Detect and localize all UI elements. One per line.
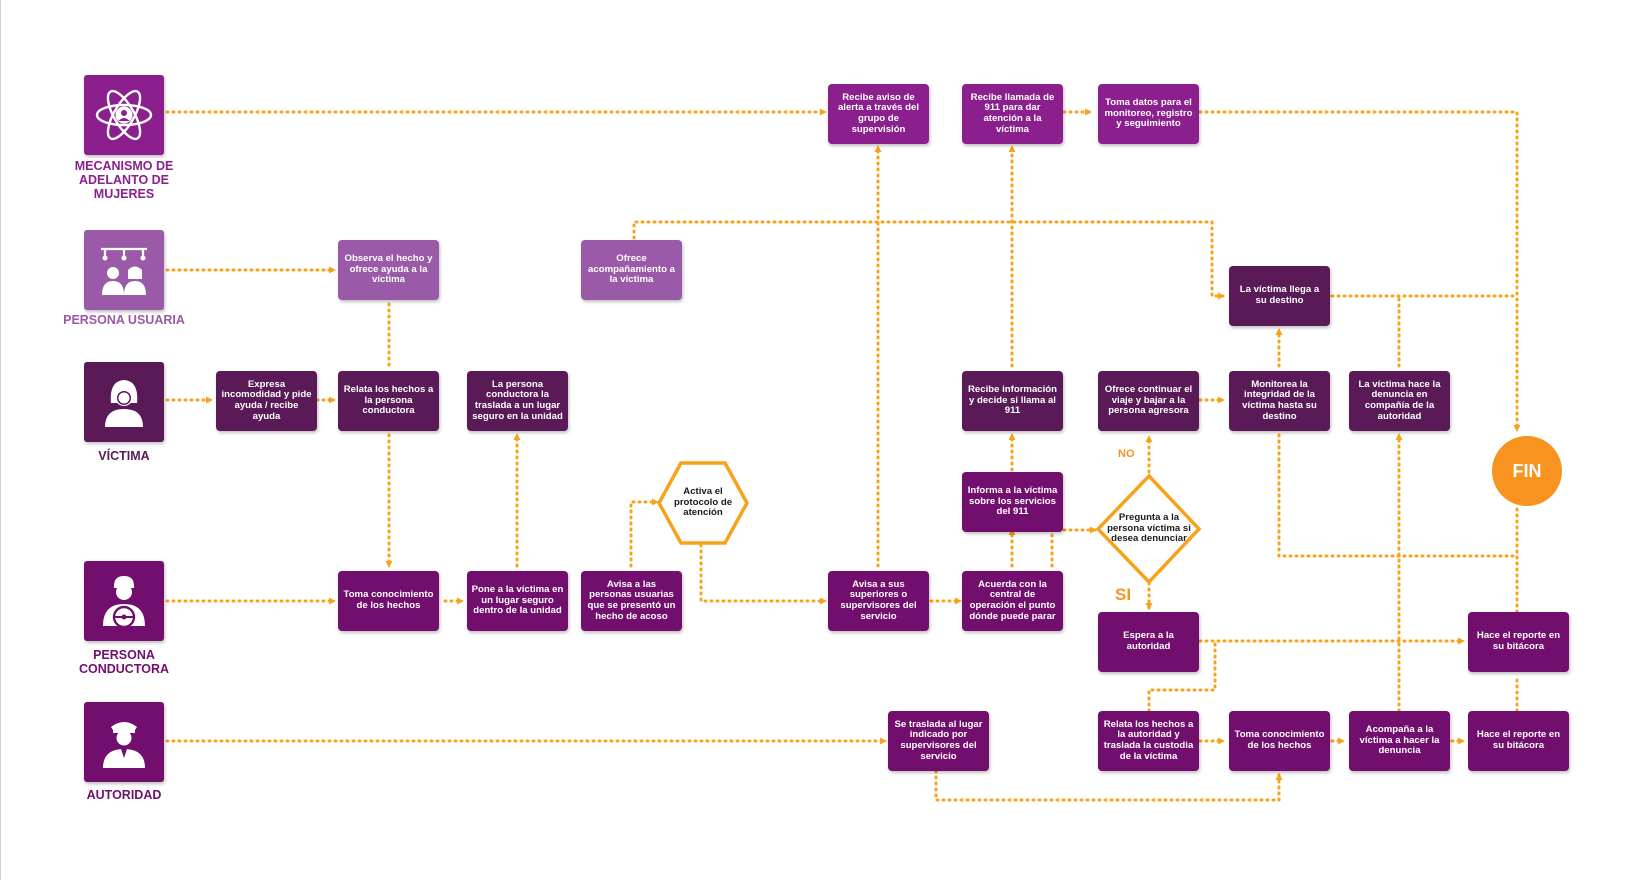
connector-protocolo-avisasup (699, 543, 827, 605)
box-ofrece-acompanamiento: Ofrece acompañamiento a la víctima (581, 240, 682, 300)
decision-si-label: SI (1115, 585, 1132, 604)
box-pone-lugar-seguro: Pone a la víctima en un lugar seguro den… (467, 571, 568, 631)
connector-ofrece-llega (632, 220, 1225, 300)
box-toma-conocimiento-autoridad: Toma conocimiento de los hechos (1229, 711, 1330, 771)
box-toma-conocimiento: Toma conocimiento de los hechos (338, 571, 439, 631)
actor-autoridad-label: AUTORIDAD (86, 788, 162, 802)
actor-usuaria-label: PERSONA USUARIA (63, 313, 185, 327)
box-recibe-informacion: Recibe información y decide si llama al … (962, 371, 1063, 431)
box-observa-hecho: Observa el hecho y ofrece ayuda a la víc… (338, 240, 439, 300)
box-avisa-usuarias: Avisa a las personas usuarias que se pre… (581, 571, 682, 631)
protocol-hexagon-label: Activa el protocolo de atención (673, 486, 733, 519)
box-traslada-lugar-seguro: La persona conductora la traslada a un l… (467, 371, 568, 431)
actor-mecanismo-label: MECANISMO DE ADELANTO DE MUJERES (74, 159, 174, 201)
connector-acuerda-pregunta (1050, 526, 1097, 568)
driver-icon (103, 576, 145, 629)
box-acuerda-central: Acuerda con la central de operación el p… (962, 571, 1063, 631)
actor-autoridad-icon-tile (84, 702, 164, 782)
box-relata-hechos: Relata los hechos a la persona conductor… (338, 371, 439, 431)
actor-conductora-label: PERSONA CONDUCTORA (78, 648, 170, 676)
box-se-traslada: Se traslada al lugar indicado por superv… (888, 711, 989, 771)
box-toma-datos: Toma datos para el monitoreo, registro y… (1098, 84, 1199, 144)
actor-mecanismo-icon-tile (84, 75, 164, 155)
decision-diamond (1095, 473, 1202, 585)
passengers-icon (101, 247, 147, 295)
police-officer-icon (103, 722, 145, 768)
connector-avisa-protocolo (629, 498, 659, 568)
box-reporte-bitacora-conductora: Hace el reporte en su bitácora (1468, 612, 1569, 672)
box-espera-autoridad: Espera a la autoridad (1098, 612, 1199, 672)
actor-victima-icon-tile (84, 362, 164, 442)
box-recibe-llamada-911: Recibe llamada de 911 para dar atención … (962, 84, 1063, 144)
box-ofrece-continuar: Ofrece continuar el viaje y bajar a la p… (1098, 371, 1199, 431)
box-reporte-bitacora-autoridad: Hace el reporte en su bitácora (1468, 711, 1569, 771)
protocol-hexagon (657, 461, 749, 545)
woman-icon (105, 380, 143, 427)
box-expresa-incomodidad: Expresa incomodidad y pide ayuda / recib… (216, 371, 317, 431)
connector-tomadatos-fin (1198, 110, 1521, 432)
box-informa-servicios-911: Informa a la víctima sobre los servicios… (962, 472, 1063, 532)
decision-diamond-label: Pregunta a la persona víctima si desea d… (1107, 512, 1191, 545)
box-monitorea-integridad: Monitorea la integridad de la víctima ha… (1229, 371, 1330, 431)
actor-conductora-icon-tile (84, 561, 164, 641)
connector-relataaut-espera (1147, 639, 1217, 713)
actor-victima-label: VÍCTIMA (98, 449, 150, 463)
box-victima-denuncia: La víctima hace la denuncia en compañía … (1349, 371, 1450, 431)
actor-usuaria-icon-tile (84, 230, 164, 310)
box-relata-autoridad: Relata los hechos a la autoridad y trasl… (1098, 711, 1199, 771)
box-victima-llega: La víctima llega a su destino (1229, 266, 1330, 326)
box-recibe-alerta: Recibe aviso de alerta a través del grup… (828, 84, 929, 144)
atom-woman-icon (95, 89, 153, 141)
connector-monitorea-fin (1277, 433, 1519, 558)
decision-no-label: NO (1118, 448, 1135, 460)
box-acompana-denuncia: Acompaña a la víctima a hacer la denunci… (1349, 711, 1450, 771)
end-node: FIN (1492, 436, 1562, 506)
connector-setraslada-tomaconoc2 (934, 769, 1283, 802)
box-avisa-superiores: Avisa a sus superiores o supervisores de… (828, 571, 929, 631)
